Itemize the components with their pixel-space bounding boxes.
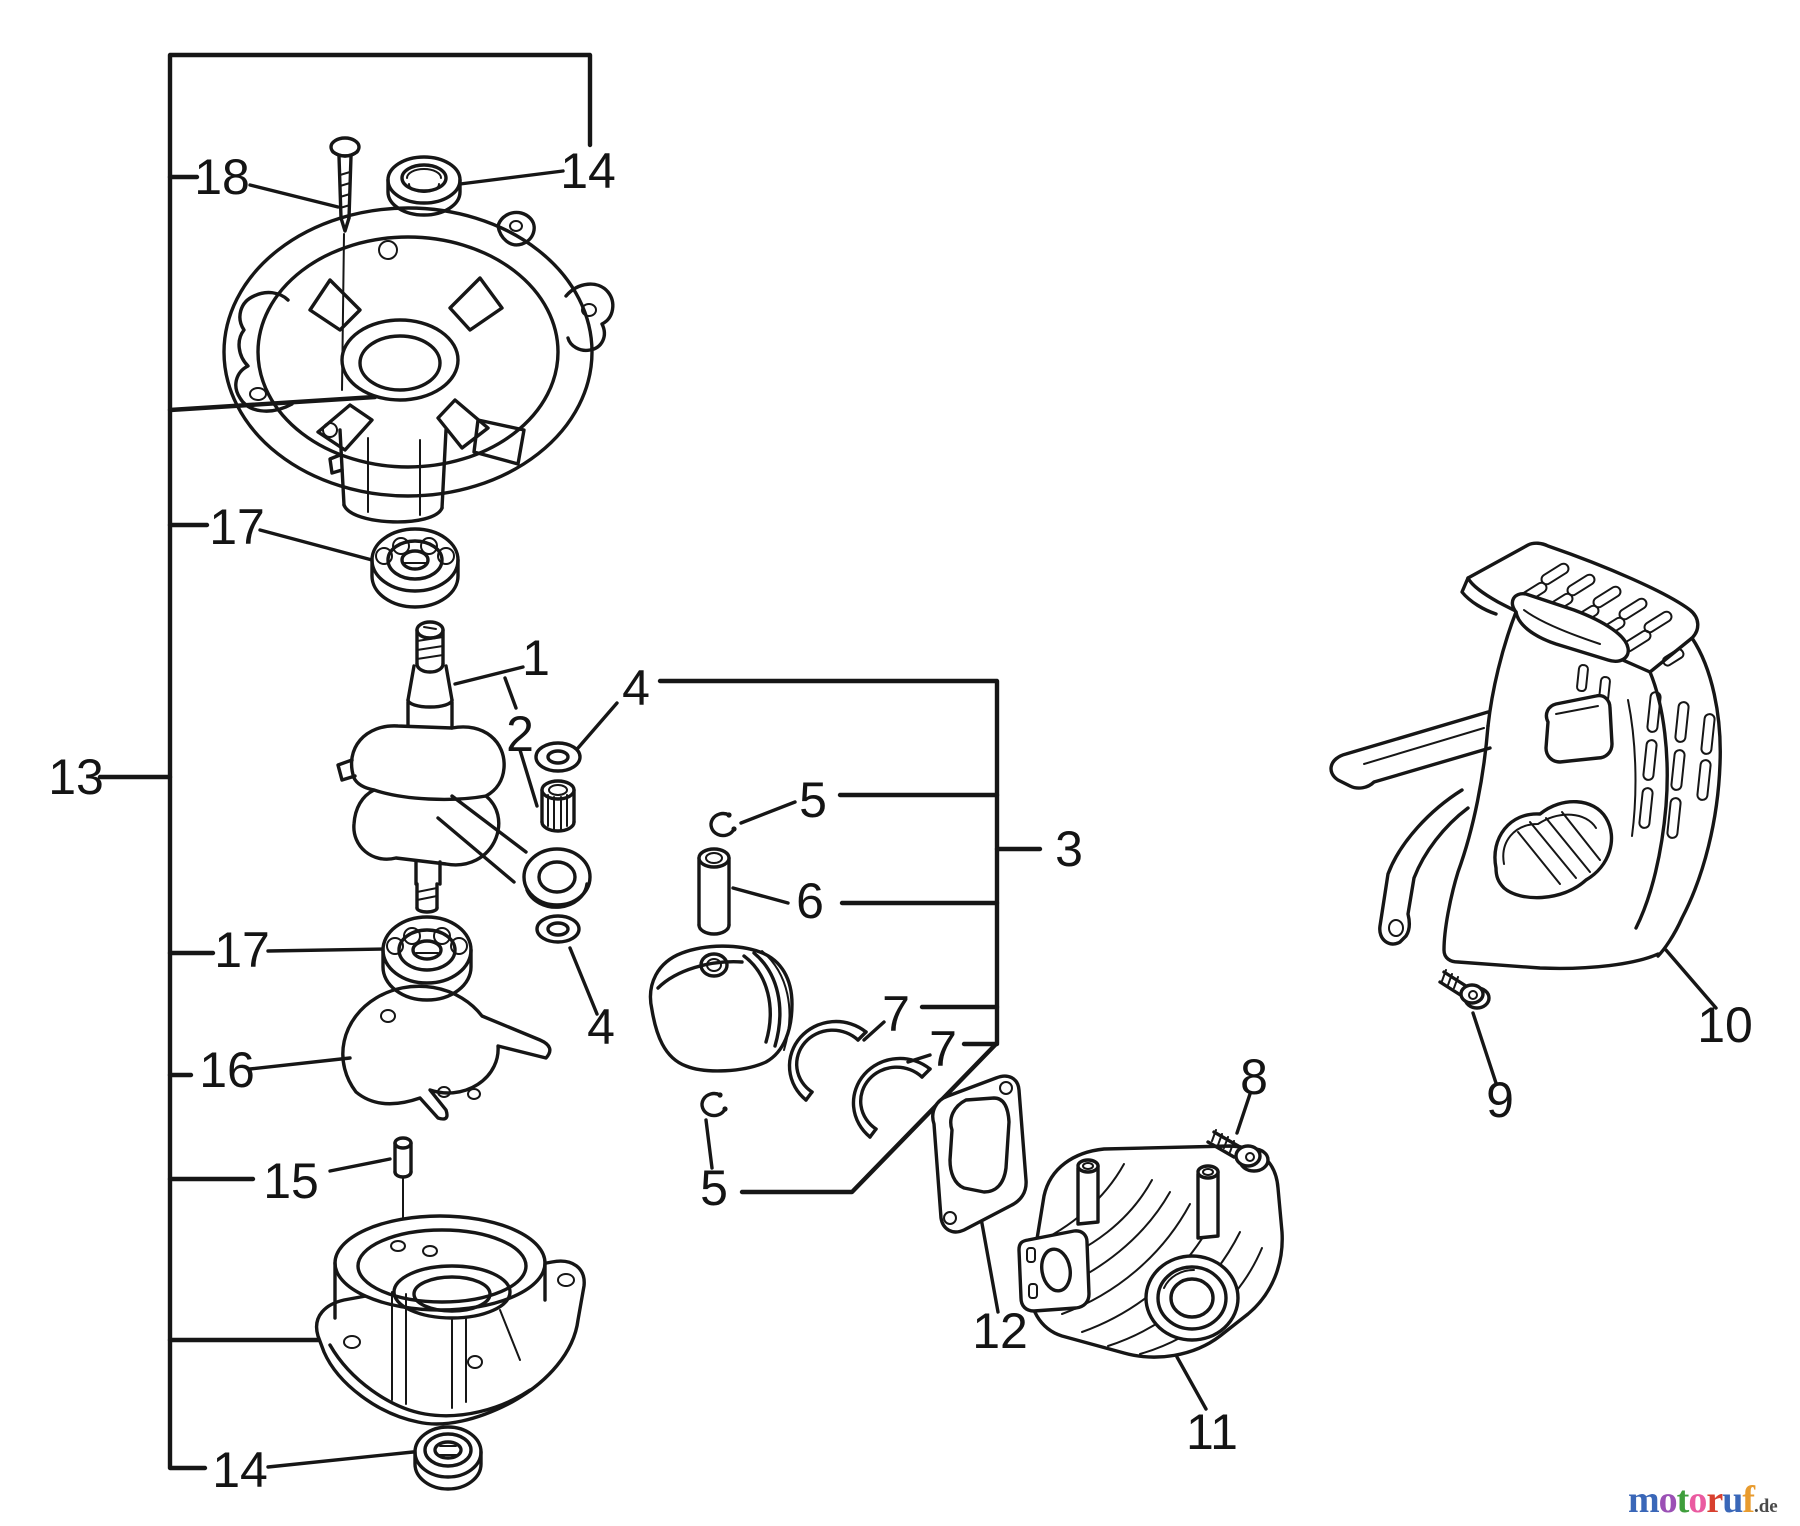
callout-16-15: 16 [199,1042,255,1098]
callout-15-16: 15 [263,1153,319,1209]
crankcase-half-lower [314,1214,586,1426]
washer-4-top [534,741,582,773]
cylinder-11 [1017,1144,1284,1359]
callout-8-19: 8 [1240,1049,1268,1105]
cylinder-gasket-12 [931,1074,1028,1234]
crankcase-half-upper [222,206,615,524]
callout-14-22: 14 [212,1442,268,1498]
watermark-letter: u [1722,1479,1743,1521]
callout-11-18: 11 [1186,1404,1238,1460]
piston-rings-7 [787,1019,932,1139]
muffler-cover-10 [1329,541,1722,971]
callout-7-12: 7 [929,1021,957,1077]
callout-4-6: 4 [622,660,650,716]
callout-1-4: 1 [522,630,550,686]
callout-17-2: 17 [209,499,265,555]
callout-18-0: 18 [194,149,250,205]
retainer-plate-16 [341,984,552,1121]
watermark-letter: t [1676,1479,1690,1521]
callout-3-9: 3 [1055,821,1083,877]
watermark-letter: m [1628,1479,1660,1521]
callout-5-14: 5 [700,1160,728,1216]
group-bracket-13 [97,52,593,1471]
crankshaft-assembly [336,620,592,914]
screw-9 [1438,969,1491,1010]
bolt-8 [1206,1129,1270,1173]
group-bracket-3 [657,678,1043,1195]
callout-6-8: 6 [796,873,824,929]
watermark-letter: o [1688,1479,1707,1521]
callout-10-21: 10 [1697,997,1753,1053]
circlip-5-bottom [700,1091,728,1118]
leader-lines [248,169,1718,1469]
callout-2-5: 2 [506,706,534,762]
watermark-letter: r [1706,1479,1723,1521]
callout-17-10: 17 [214,922,270,978]
washer-4-bottom [535,914,581,944]
callout-4-13: 4 [587,999,615,1055]
bolt-18 [329,136,361,391]
callout-13-3: 13 [48,749,104,805]
ball-bearing-17-lower [381,915,473,1002]
piston-pin-6 [697,847,731,936]
piston [648,944,794,1073]
watermark-letter: f [1742,1479,1755,1521]
callout-12-17: 12 [972,1303,1028,1359]
callout-9-20: 9 [1486,1072,1514,1128]
watermark-logo[interactable]: motoruf.de [1628,1478,1800,1522]
watermark-letter: o [1658,1479,1678,1521]
ball-bearing-17-upper [370,527,460,609]
callout-14-1: 14 [560,143,616,199]
callout-5-7: 5 [799,772,827,828]
needle-bearing-2 [540,779,576,833]
oil-seal-14-bottom [413,1425,483,1491]
watermark-suffix: .de [1753,1496,1778,1517]
circlip-5-top [709,811,737,838]
oil-seal-14-top [386,155,462,217]
callout-7-11: 7 [882,986,910,1042]
